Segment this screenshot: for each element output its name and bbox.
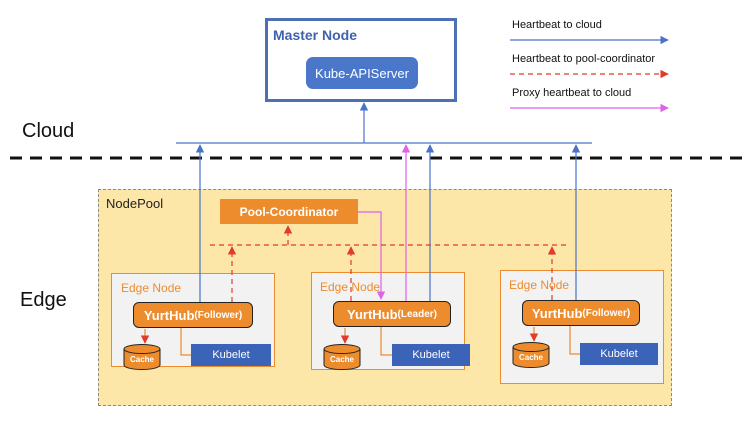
kubelet-2: Kubelet xyxy=(392,344,470,366)
cache-2-icon: Cache xyxy=(323,344,361,370)
cloud-zone-label: Cloud xyxy=(22,120,75,142)
cache-1-icon: Cache xyxy=(123,344,161,370)
kube-apiserver-box: Kube-APIServer xyxy=(306,57,418,89)
nodepool-label: NodePool xyxy=(106,196,164,211)
yurthub-follower-2: YurtHub(Follower) xyxy=(522,300,640,326)
edge-zone-label: Edge xyxy=(20,289,67,311)
cache-2-label: Cache xyxy=(329,355,354,364)
edge-node-1-label: Edge Node xyxy=(121,281,182,295)
yurthub-1-role: (Follower) xyxy=(194,309,243,321)
yurthub-3-role: (Follower) xyxy=(582,307,631,319)
yurthub-2-name: YurtHub xyxy=(346,306,398,322)
yurthub-leader: YurtHub(Leader) xyxy=(333,301,451,327)
yurthub-follower-1: YurtHub(Follower) xyxy=(133,302,253,328)
kubelet-1: Kubelet xyxy=(191,344,271,366)
cache-1-label: Cache xyxy=(129,355,154,364)
cache-3-icon: Cache xyxy=(512,342,550,368)
edge-node-2-label: Edge Node xyxy=(320,280,381,294)
edge-node-3-label: Edge Node xyxy=(509,278,570,292)
kubelet-3: Kubelet xyxy=(580,343,658,365)
legend-label-proxy: Proxy heartbeat to cloud xyxy=(512,87,632,99)
yurthub-1-name: YurtHub xyxy=(143,307,195,323)
yurthub-2-role: (Leader) xyxy=(397,308,437,320)
cache-3-label: Cache xyxy=(518,353,543,362)
master-node-box: Master Node Kube-APIServer xyxy=(265,18,457,102)
yurthub-3-name: YurtHub xyxy=(531,305,583,321)
legend-label-pool: Heartbeat to pool-coordinator xyxy=(512,53,656,65)
legend-label-cloud: Heartbeat to cloud xyxy=(512,19,602,31)
pool-coordinator-box: Pool-Coordinator xyxy=(220,199,358,224)
master-node-title: Master Node xyxy=(273,27,358,43)
